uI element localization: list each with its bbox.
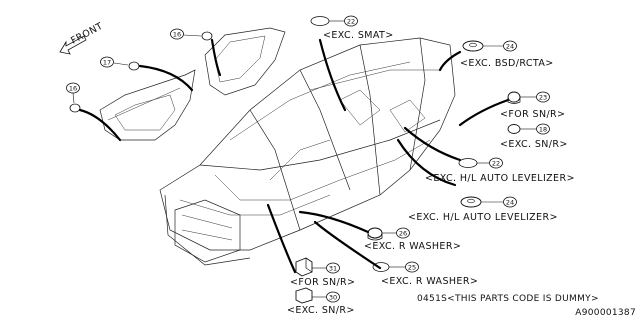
plug-icon xyxy=(458,158,478,168)
rear-door xyxy=(204,27,286,96)
callout-exc-bsd-rcta: <EXC. BSD/RCTA> xyxy=(460,58,554,69)
part-number-badge: 17 xyxy=(100,56,114,68)
front-door xyxy=(99,69,196,141)
part-number-badge: 18 xyxy=(536,123,550,135)
svg-text:25: 25 xyxy=(408,264,416,272)
part-number-badge: 26 xyxy=(396,227,410,239)
part-number-badge: 16 xyxy=(66,82,80,94)
grommet-icon xyxy=(462,40,484,52)
svg-text:16: 16 xyxy=(173,31,181,39)
clip-icon xyxy=(295,287,313,304)
diagram-code: A900001387 xyxy=(575,308,636,318)
svg-text:26: 26 xyxy=(399,230,407,238)
svg-text:24: 24 xyxy=(506,43,514,51)
svg-text:24: 24 xyxy=(506,199,514,207)
part-number-badge: 31 xyxy=(326,262,340,274)
grommet-icon xyxy=(460,196,482,208)
part-number-badge: 22 xyxy=(489,157,503,169)
svg-text:17: 17 xyxy=(103,59,111,67)
part-number-badge: 23 xyxy=(536,91,550,103)
car-body-shell xyxy=(159,37,456,266)
callout-exc-snr-2: <EXC. SN/R> xyxy=(287,305,355,316)
callout-for-snr-2: <FOR SN/R> xyxy=(290,277,355,288)
svg-text:22: 22 xyxy=(492,160,500,168)
svg-text:18: 18 xyxy=(539,126,547,134)
callout-exc-hl-auto-levelizer: <EXC. H/L AUTO LEVELIZER> xyxy=(425,173,575,184)
front-label: FRONT xyxy=(69,21,105,47)
plug-icon xyxy=(507,124,521,134)
callout-exc-smat: <EXC. SMAT> xyxy=(323,30,394,41)
front-arrow-icon xyxy=(59,35,87,55)
leader-lines xyxy=(78,38,510,274)
callout-exc-hl-auto-levelizer-2: <EXC. H/L AUTO LEVELIZER> xyxy=(408,212,558,223)
callout-exc-r-washer: <EXC. R WASHER> xyxy=(364,241,461,252)
svg-text:22: 22 xyxy=(347,18,355,26)
plug-icon xyxy=(372,262,390,272)
grommet-icon xyxy=(507,91,521,104)
grommet-icon xyxy=(367,227,383,241)
part-number-badge: 24 xyxy=(503,196,517,208)
part-number-badge: 16 xyxy=(170,28,184,40)
part-number-badge: 22 xyxy=(344,15,358,27)
part-number-badge: 24 xyxy=(503,40,517,52)
part-number-badge: 30 xyxy=(326,291,340,303)
callout-for-snr: <FOR SN/R> xyxy=(500,109,565,120)
svg-text:31: 31 xyxy=(329,265,337,273)
callout-exc-r-washer-2: <EXC. R WASHER> xyxy=(381,276,478,287)
part-number-badge: 25 xyxy=(405,261,419,273)
plug-icon xyxy=(310,16,330,26)
svg-text:23: 23 xyxy=(539,94,547,102)
svg-text:16: 16 xyxy=(69,85,77,93)
footnote: 0451S<THIS PARTS CODE IS DUMMY> xyxy=(417,294,599,304)
clip-icon xyxy=(295,257,313,277)
callout-exc-snr: <EXC. SN/R> xyxy=(500,139,568,150)
svg-text:30: 30 xyxy=(329,294,337,302)
